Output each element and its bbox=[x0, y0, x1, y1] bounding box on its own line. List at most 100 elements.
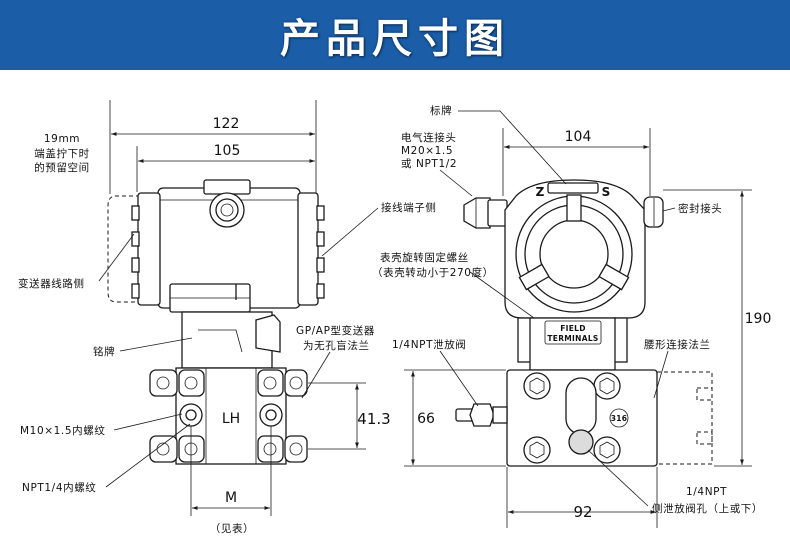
dim-port-spacing: M bbox=[225, 490, 237, 506]
label-side-vent: 侧泄放阀孔（上或下） bbox=[652, 502, 763, 515]
end-cap-clearance-outline bbox=[107, 195, 140, 303]
seal-fitting bbox=[643, 196, 664, 228]
oval-flange-bolt bbox=[696, 387, 713, 401]
connector-port-core bbox=[220, 203, 234, 217]
terminal-plate bbox=[544, 320, 602, 345]
cap-rib bbox=[316, 283, 325, 299]
side-view bbox=[98, 100, 379, 516]
cover-lobe-gap bbox=[518, 263, 550, 291]
bolt-head bbox=[149, 435, 178, 463]
label-terminal-side: 接线端子侧 bbox=[381, 201, 437, 214]
leader-line bbox=[587, 449, 649, 507]
label-blind-flange: GP/AP型变送器 bbox=[296, 324, 375, 337]
leader-line bbox=[662, 207, 676, 212]
cover-lobe-gap bbox=[566, 194, 582, 222]
leader-line bbox=[119, 337, 193, 352]
flange-mark: LH bbox=[222, 411, 240, 427]
dim-bolt-spacing: 41.3 bbox=[357, 410, 390, 428]
bolt-head bbox=[257, 435, 284, 463]
side-vent-hole bbox=[568, 429, 594, 455]
left-end-cap bbox=[137, 192, 161, 306]
right-end-cap bbox=[297, 192, 319, 306]
cap-rib bbox=[131, 257, 140, 273]
vent-valve-nut bbox=[469, 403, 495, 427]
bolt-head bbox=[284, 369, 308, 397]
bolt-hex bbox=[529, 377, 545, 395]
terminal-plate-text: TERMINALS bbox=[547, 334, 598, 343]
label-npt-thread: NPT1/4内螺纹 bbox=[22, 481, 96, 494]
process-port-thread bbox=[185, 409, 197, 421]
bolt-center bbox=[263, 442, 277, 456]
label-electrical-connection: 电气连接头 bbox=[401, 131, 457, 144]
label-nameplate: 铭牌 bbox=[93, 345, 115, 358]
leader-line bbox=[469, 271, 535, 319]
housing-mark: Z bbox=[536, 185, 545, 199]
bolt-center bbox=[184, 376, 198, 390]
material-mark-circle bbox=[609, 408, 629, 428]
process-port bbox=[179, 403, 203, 427]
connector-gland bbox=[487, 199, 508, 227]
leader-line bbox=[439, 350, 479, 407]
bolt-center bbox=[289, 376, 303, 390]
cap-clearance-note: 的预留空间 bbox=[34, 161, 90, 174]
bolt-head bbox=[178, 369, 205, 397]
flange-bolt bbox=[523, 372, 551, 400]
leader-line bbox=[653, 350, 669, 399]
cap-rib bbox=[316, 231, 325, 247]
nameplate-tab bbox=[255, 314, 281, 353]
dim-overall-width: 122 bbox=[213, 116, 240, 132]
cap-rib bbox=[316, 205, 325, 221]
title-banner: 产品尺寸图 bbox=[0, 0, 790, 70]
dim-housing-width: 105 bbox=[214, 143, 241, 159]
page-title: 产品尺寸图 bbox=[280, 16, 510, 62]
bolt-head bbox=[149, 369, 178, 397]
leader-line bbox=[458, 110, 567, 185]
leader-line bbox=[301, 351, 331, 399]
bolt-head bbox=[284, 435, 308, 463]
dim-flange-height: 66 bbox=[417, 411, 435, 427]
label-side-vent: 1/4NPT bbox=[686, 486, 727, 498]
front-view-labels: 标牌 电气连接头 M20×1.5 或 NPT1/2 104 密封接头 Z S 表… bbox=[372, 104, 771, 521]
leader-line bbox=[439, 169, 473, 197]
process-port-thread bbox=[265, 409, 277, 421]
label-m10-thread: M10×1.5内螺纹 bbox=[20, 424, 105, 437]
cap-clearance-note: 19mm bbox=[44, 133, 80, 145]
terminal-plate-text: FIELD bbox=[560, 324, 586, 333]
bolt-center bbox=[156, 376, 170, 390]
flange-bolt bbox=[593, 372, 621, 400]
oval-flange-slot bbox=[565, 377, 597, 435]
label-tag-plate: 标牌 bbox=[430, 104, 452, 117]
dim-front-housing-width: 104 bbox=[565, 129, 592, 145]
flange-material-mark: 316 bbox=[611, 414, 628, 423]
leader-line bbox=[113, 413, 183, 431]
connector-port-inner bbox=[215, 198, 239, 222]
flange-bolt bbox=[523, 436, 551, 464]
label-electronics-side: 变送器线路侧 bbox=[18, 277, 85, 290]
label-housing-screw: （表壳转动小于270度） bbox=[372, 266, 494, 279]
cap-rib bbox=[316, 257, 325, 273]
side-view-labels: 122 105 19mm 端盖拧下时 的预留空间 接线端子侧 变送器线路侧 铭牌… bbox=[18, 116, 437, 535]
housing-mark: S bbox=[602, 185, 611, 199]
top-connector bbox=[203, 179, 251, 195]
label-oval-flange: 腰形连接法兰 bbox=[644, 338, 711, 351]
dim-overall-height: 190 bbox=[745, 311, 772, 327]
label-vent-valve: 1/4NPT泄放阀 bbox=[392, 338, 466, 351]
tag-plate bbox=[547, 182, 599, 194]
leader-line bbox=[321, 207, 379, 257]
bolt-head bbox=[257, 369, 284, 397]
process-port bbox=[259, 403, 283, 427]
vent-valve-body bbox=[492, 406, 508, 424]
front-view bbox=[404, 110, 752, 528]
cap-rib bbox=[131, 205, 140, 221]
cap-rib bbox=[131, 283, 140, 299]
dim-flange-width: 92 bbox=[573, 503, 592, 521]
bolt-center bbox=[289, 442, 303, 456]
connector-port bbox=[209, 192, 245, 228]
bolt-hex bbox=[529, 441, 545, 459]
leader-line bbox=[98, 233, 135, 282]
neck-left-ear bbox=[517, 317, 532, 363]
cover-lobe-gap bbox=[598, 263, 630, 291]
cap-clearance-note: 端盖拧下时 bbox=[34, 147, 90, 160]
leader-line bbox=[105, 423, 191, 488]
